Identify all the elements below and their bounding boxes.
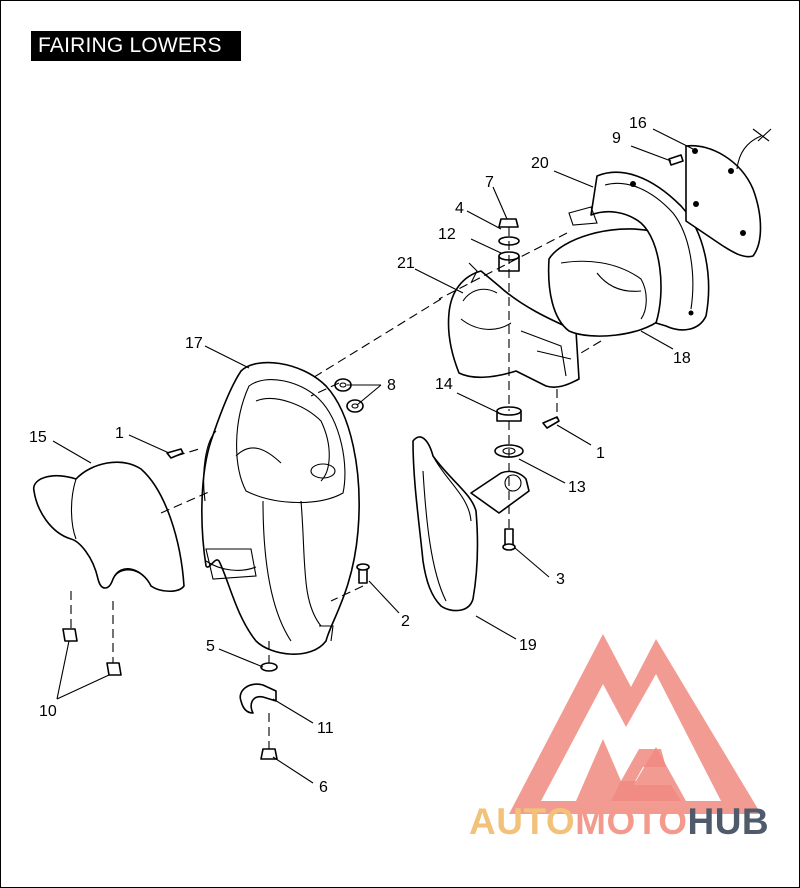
part-17-lower-fairing: [201, 361, 360, 655]
callout-18: 18: [673, 350, 691, 367]
callout-6: 6: [319, 779, 328, 796]
brand-moto: MOTO: [575, 801, 688, 842]
part-16-door-panel: [685, 128, 772, 258]
brand-hub: HUB: [687, 801, 770, 842]
callout-13: 13: [568, 479, 586, 496]
callout-7: 7: [485, 174, 494, 191]
part-18-glove-box: [547, 228, 668, 337]
callout-2: 2: [401, 613, 410, 630]
callout-9: 9: [612, 130, 621, 147]
callout-4: 4: [455, 200, 464, 217]
leader-lines: [52, 128, 694, 784]
callout-19: 19: [519, 637, 537, 654]
callout-1-left: 1: [115, 425, 124, 442]
part-20-door-frame: [568, 171, 710, 331]
callout-12: 12: [438, 226, 456, 243]
part-19-inner-panel: [412, 436, 530, 612]
part-15-left-fairing-shell: [33, 461, 185, 593]
callout-21: 21: [397, 255, 415, 272]
page-title: FAIRING LOWERS: [31, 31, 241, 61]
part-21-bracket: [447, 262, 580, 388]
callout-15: 15: [29, 429, 47, 446]
assembly-dashed-lines: [70, 227, 602, 749]
hardware-screws-nuts: [62, 154, 684, 760]
watermark-brand-text: AUTOMOTOHUB: [469, 801, 799, 843]
callout-11: 11: [317, 720, 334, 737]
callout-14: 14: [435, 376, 453, 393]
callout-3: 3: [556, 571, 565, 588]
callout-16: 16: [629, 115, 647, 132]
callout-labels: 1 1 2 3 4 5 6 7 8 9 10 11 12 13 14 15 16…: [29, 115, 691, 796]
callout-17: 17: [185, 335, 203, 352]
callout-5: 5: [206, 638, 215, 655]
callout-1-right: 1: [596, 445, 605, 462]
callout-20: 20: [531, 155, 549, 172]
callout-10: 10: [39, 703, 57, 720]
brand-auto: AUTO: [469, 801, 576, 842]
callout-8: 8: [387, 377, 396, 394]
watermark-logo-icon: [509, 634, 761, 814]
